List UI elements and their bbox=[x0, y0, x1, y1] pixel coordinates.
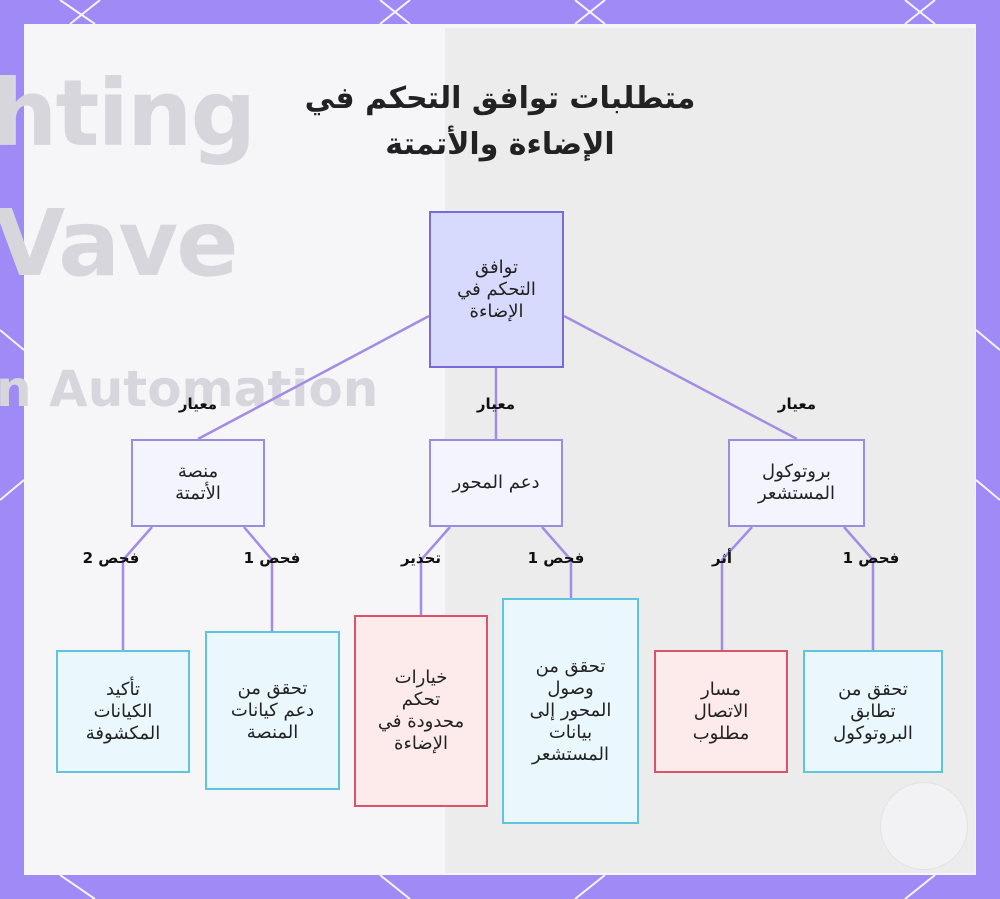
leaf-node-4-line-3: المحور إلى bbox=[529, 700, 612, 721]
leaf-node-1-line-2: الكيانات bbox=[93, 700, 153, 722]
leaf-edge-label-6: فحص 1 bbox=[842, 549, 900, 567]
criterion-node-3-line-2: المستشعر bbox=[757, 483, 836, 504]
edge-criterion-to-leaf-6 bbox=[843, 526, 875, 650]
edge-criterion-to-leaf-3 bbox=[419, 526, 451, 615]
root-node-line-2: التحكم في bbox=[457, 278, 536, 300]
leaf-edge-label-2: فحص 1 bbox=[243, 549, 301, 567]
leaf-node-2-line-3: المنصة bbox=[246, 721, 299, 743]
leaf-node-1-line-1: تأكيد bbox=[106, 678, 140, 700]
leaf-node-1-line-3: المكشوفة bbox=[85, 722, 161, 744]
watermark-logo bbox=[880, 782, 968, 870]
leaf-node-5-line-1: مسار bbox=[701, 678, 741, 700]
edge-criterion-to-leaf-4 bbox=[541, 526, 573, 598]
leaf-node-6-line-2: تطابق bbox=[850, 700, 896, 722]
edge-criterion-to-leaf-5 bbox=[720, 526, 753, 650]
leaf-node-5-line-2: الاتصال bbox=[693, 700, 749, 722]
diagram-title: متطلبات توافق التحكم في الإضاءة والأتمتة bbox=[250, 76, 750, 168]
edge-criterion-to-leaf-2 bbox=[243, 526, 274, 631]
leaf-edge-label-5: أثر bbox=[711, 549, 733, 567]
title-line-2: الإضاءة والأتمتة bbox=[385, 127, 615, 162]
leaf-edge-label-4: فحص 1 bbox=[527, 549, 585, 567]
criterion-node-1-line-1: منصة bbox=[177, 461, 219, 482]
root-node-line-3: الإضاءة bbox=[469, 300, 524, 322]
criterion-edge-label-2: معيار bbox=[476, 395, 516, 413]
edge-root-to-criterion-1 bbox=[197, 314, 430, 441]
criterion-node-3-line-1: بروتوكول bbox=[762, 461, 831, 482]
leaf-node-4-line-4: بيانات bbox=[548, 722, 593, 743]
leaf-node-6-line-1: تحقق من bbox=[838, 678, 908, 700]
leaf-edge-label-1: فحص 2 bbox=[82, 549, 140, 567]
title-line-1: متطلبات توافق التحكم في bbox=[304, 81, 696, 116]
criterion-node-1-line-2: الأتمتة bbox=[175, 483, 221, 504]
leaf-node-3-line-2: تحكم bbox=[401, 689, 441, 710]
root-node-line-1: توافق bbox=[475, 256, 518, 278]
criterion-node-2-line-1: دعم المحور bbox=[452, 472, 540, 493]
leaf-node-3-line-3: محدودة في bbox=[377, 711, 465, 732]
criterion-edge-label-1: معيار bbox=[178, 395, 218, 413]
background-text-3: n Automation bbox=[0, 360, 379, 418]
background-text-1: hting bbox=[0, 60, 256, 167]
leaf-node-4-line-5: المستشعر bbox=[531, 744, 610, 765]
leaf-edge-label-3: تحذير bbox=[400, 549, 442, 567]
leaf-node-2-line-2: دعم كيانات bbox=[230, 699, 315, 721]
edge-criterion-to-leaf-1 bbox=[121, 526, 153, 650]
leaf-node-3-line-4: الإضاءة bbox=[394, 733, 448, 754]
edge-root-to-criterion-3 bbox=[563, 314, 798, 441]
background-text-2: Vave bbox=[0, 190, 239, 297]
criterion-node-2: دعم المحور bbox=[429, 439, 563, 527]
leaf-node-4-line-2: وصول bbox=[547, 678, 594, 699]
leaf-node-6-line-3: البروتوكول bbox=[833, 722, 913, 744]
leaf-node-3-line-1: خيارات bbox=[394, 667, 448, 688]
leaf-node-2-line-1: تحقق من bbox=[237, 677, 308, 699]
leaf-node-5-line-3: مطلوب bbox=[692, 722, 750, 744]
criterion-edge-label-3: معيار bbox=[777, 395, 817, 413]
leaf-node-4-line-1: تحقق من bbox=[535, 656, 606, 677]
